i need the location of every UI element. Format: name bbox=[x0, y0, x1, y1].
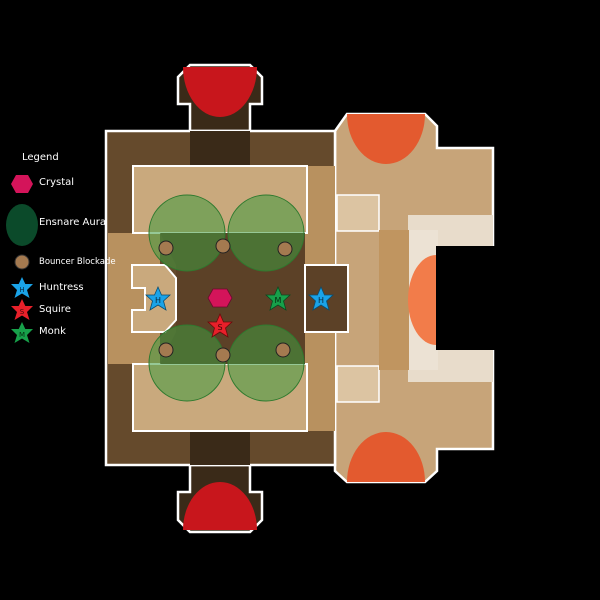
bouncer-blockade bbox=[158, 342, 174, 358]
bouncer-blockade bbox=[277, 241, 293, 257]
bouncer-blockade bbox=[158, 240, 174, 256]
legend-label-crystal: Crystal bbox=[39, 177, 75, 188]
crystal-icon bbox=[11, 175, 33, 193]
svg-text:M: M bbox=[275, 296, 282, 305]
legend-label-squire: Squire bbox=[39, 304, 71, 315]
svg-text:S: S bbox=[20, 308, 25, 316]
huntress-icon: H bbox=[11, 277, 33, 298]
spawn-portal-right-top bbox=[347, 114, 425, 164]
spawn-portal-right bbox=[408, 255, 436, 345]
ensnare-aura bbox=[148, 194, 226, 272]
svg-text:M: M bbox=[19, 331, 25, 339]
svg-text:H: H bbox=[19, 286, 24, 294]
squire-marker: S bbox=[206, 313, 234, 338]
legend-label-bouncer-blockade: Bouncer Blockade bbox=[39, 257, 116, 267]
legend-icons: H S M bbox=[6, 175, 38, 343]
spawn-portal-bottom bbox=[183, 482, 257, 530]
right-wing bbox=[333, 112, 496, 484]
svg-text:H: H bbox=[318, 296, 324, 305]
crystal-marker bbox=[207, 288, 233, 308]
bouncer-blockade bbox=[215, 347, 231, 363]
squire-icon: S bbox=[11, 299, 33, 320]
ensnare-aura-icon bbox=[6, 204, 38, 246]
monk-icon: M bbox=[11, 322, 33, 343]
bottom-spawn-gate bbox=[176, 463, 264, 534]
legend-label-ensnare-aura: Ensnare Aura bbox=[39, 217, 106, 228]
ensnare-aura bbox=[227, 194, 305, 272]
legend-label-monk: Monk bbox=[39, 326, 66, 337]
svg-text:S: S bbox=[217, 323, 222, 332]
legend-label-huntress: Huntress bbox=[39, 282, 84, 293]
bouncer-blockade-icon bbox=[14, 254, 30, 270]
spawn-portal-top bbox=[183, 67, 257, 117]
monk-marker: M bbox=[264, 286, 292, 311]
bouncer-blockades bbox=[158, 238, 293, 363]
top-spawn-gate bbox=[176, 63, 264, 133]
markers: H M H S bbox=[144, 286, 335, 338]
spawn-portal-right-bottom bbox=[347, 432, 425, 482]
huntress-marker: H bbox=[307, 286, 335, 311]
ensnare-aura bbox=[227, 324, 305, 402]
bouncer-blockade bbox=[275, 342, 291, 358]
huntress-marker: H bbox=[144, 286, 172, 311]
legend-title: Legend bbox=[22, 152, 59, 163]
bouncer-blockade bbox=[215, 238, 231, 254]
svg-text:H: H bbox=[155, 296, 161, 305]
